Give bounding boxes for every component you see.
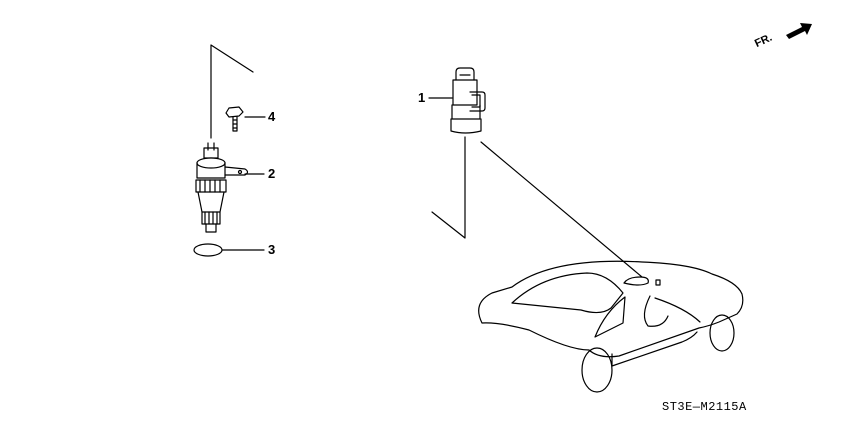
bolt-drawing	[225, 106, 244, 132]
callout-3: 3	[268, 242, 276, 257]
leader-line-speed-sensor	[210, 44, 254, 139]
leader-line-connector	[431, 136, 466, 239]
speed-sensor-drawing	[195, 142, 249, 233]
callout-2: 2	[268, 166, 276, 181]
callout-1: 1	[418, 90, 426, 105]
connector-sensor-drawing	[450, 67, 486, 134]
front-arrow-icon	[786, 23, 812, 39]
o-ring-drawing	[193, 243, 223, 257]
diagram-code: ST3E—M2115A	[662, 400, 747, 414]
callout-4: 4	[268, 109, 276, 124]
vehicle-outline-drawing	[478, 260, 744, 393]
